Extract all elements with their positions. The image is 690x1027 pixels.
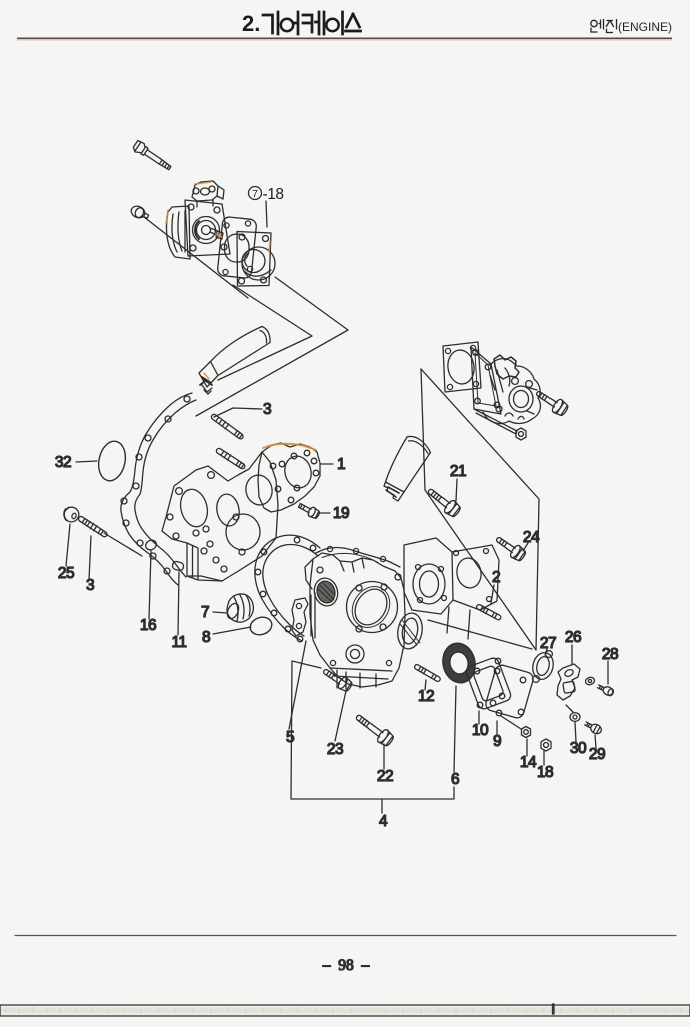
svg-text:30: 30 xyxy=(570,740,587,757)
svg-text:(ENGINE): (ENGINE) xyxy=(618,20,672,34)
svg-text:26: 26 xyxy=(565,629,581,646)
svg-text:8: 8 xyxy=(202,629,210,646)
svg-text:7: 7 xyxy=(252,188,258,200)
svg-text:11: 11 xyxy=(171,634,186,651)
svg-text:3: 3 xyxy=(86,577,94,594)
svg-text:3: 3 xyxy=(263,401,271,418)
svg-text:6: 6 xyxy=(451,771,459,788)
svg-text:19: 19 xyxy=(333,505,349,522)
svg-text:21: 21 xyxy=(450,463,466,480)
svg-text:9: 9 xyxy=(493,733,501,750)
svg-text:24: 24 xyxy=(523,529,540,546)
svg-text:-18: -18 xyxy=(263,186,284,203)
svg-text:7: 7 xyxy=(201,604,209,621)
svg-text:22: 22 xyxy=(377,768,393,785)
svg-text:28: 28 xyxy=(602,646,618,663)
svg-text:– 98 –: – 98 – xyxy=(322,957,370,974)
svg-text:2.: 2. xyxy=(242,11,260,36)
svg-text:12: 12 xyxy=(418,688,434,705)
svg-text:27: 27 xyxy=(540,635,556,652)
svg-text:23: 23 xyxy=(327,741,343,758)
svg-text:2: 2 xyxy=(492,569,500,586)
svg-text:16: 16 xyxy=(140,617,156,634)
svg-text:25: 25 xyxy=(58,565,74,582)
svg-text:1: 1 xyxy=(337,456,345,473)
svg-text:29: 29 xyxy=(589,746,605,763)
svg-text:14: 14 xyxy=(520,754,537,771)
svg-text:10: 10 xyxy=(472,722,489,739)
svg-text:18: 18 xyxy=(537,764,553,781)
svg-text:5: 5 xyxy=(286,729,294,746)
svg-text:32: 32 xyxy=(55,454,71,471)
svg-text:4: 4 xyxy=(379,813,388,830)
